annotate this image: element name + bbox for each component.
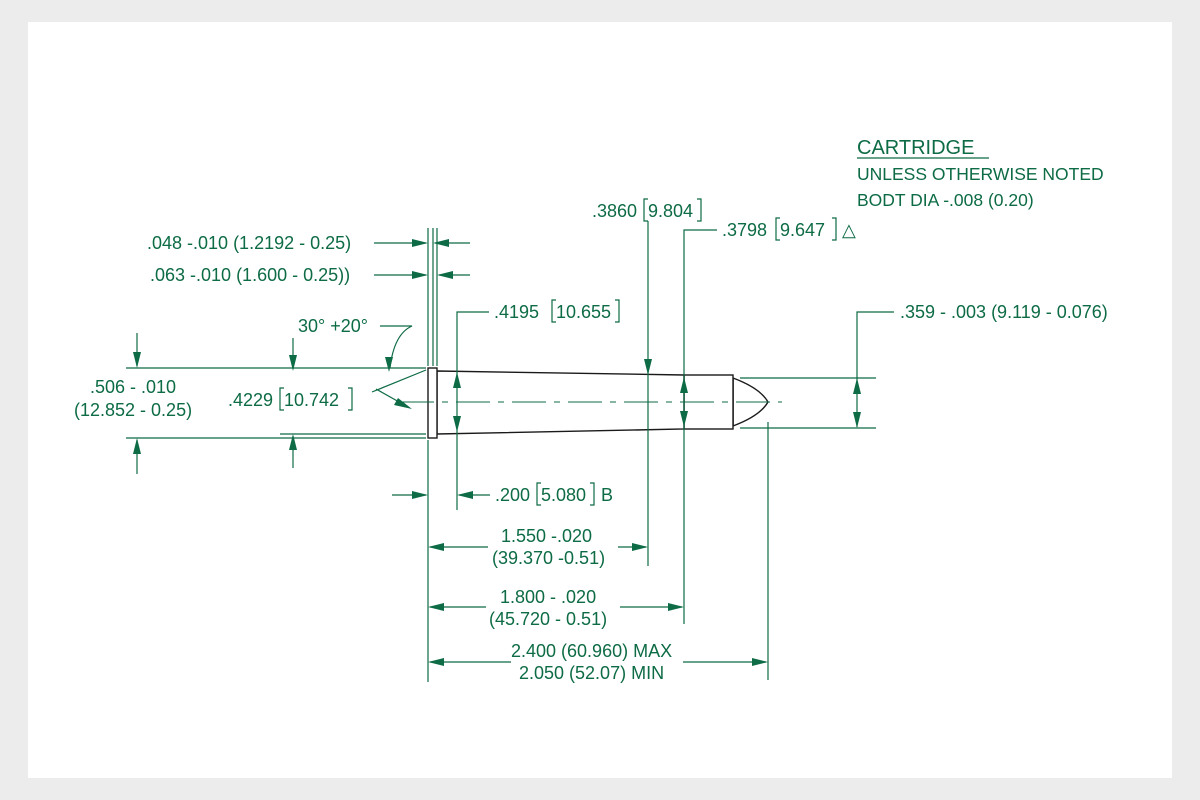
arrowhead <box>752 658 768 666</box>
base-diameter-mm: 10.742 <box>284 390 339 410</box>
body-diameter-mm: 10.655 <box>556 302 611 322</box>
bullet-diameter-dim: .359 - .003 (9.119 - 0.076) <box>740 302 1108 429</box>
base-diameter-dim: .4229 10.742 <box>228 338 426 468</box>
bracket-close <box>348 387 353 411</box>
arrowhead <box>433 239 449 247</box>
arrowhead <box>412 271 428 279</box>
bracket-open <box>536 482 541 506</box>
arrowhead <box>853 378 861 394</box>
body-leader <box>456 311 489 510</box>
arrowhead <box>453 372 461 388</box>
bracket-close <box>697 198 702 222</box>
notes-line-2: BODT DIA -.008 (0.20) <box>857 190 1034 210</box>
neck-leader <box>683 229 717 624</box>
arrowhead <box>289 434 297 450</box>
arrowhead <box>412 239 428 247</box>
base-length-label: .200 <box>495 485 530 505</box>
angle-leader <box>380 325 413 369</box>
rim-thickness-label-1: .048 -.010 (1.2192 - 0.25) <box>147 233 351 253</box>
arrowhead <box>853 412 861 428</box>
arrowhead <box>412 491 428 499</box>
cartridge-drawing: CARTRIDGE UNLESS OTHERWISE NOTED BODT DI… <box>74 137 1108 683</box>
neck-diameter-label: .3798 <box>722 220 767 240</box>
bracket-open <box>775 217 780 241</box>
shoulder-diameter-label: .3860 <box>592 201 637 221</box>
shoulder-length-label-2: (39.370 -0.51) <box>492 548 605 568</box>
rim-diameter-dim: .506 - .010 (12.852 - 0.25) <box>74 333 426 474</box>
bracket-open <box>551 299 556 323</box>
body-diameter-dim: .4195 10.655 <box>453 299 620 510</box>
arrowhead <box>428 658 444 666</box>
arrowhead <box>133 352 141 368</box>
angle-label: 30° +20° <box>298 316 368 336</box>
overall-length-max: 2.400 (60.960) MAX <box>511 641 672 661</box>
arrowhead <box>457 491 473 499</box>
arrowhead <box>385 357 393 372</box>
arrowhead <box>632 543 648 551</box>
bullet-diameter-label: .359 - .003 (9.119 - 0.076) <box>900 302 1108 322</box>
arrowhead <box>680 411 688 427</box>
shoulder-length-label-1: 1.550 -.020 <box>501 526 592 546</box>
case-length-label-1: 1.800 - .020 <box>500 587 596 607</box>
rim-diameter-label-2: (12.852 - 0.25) <box>74 400 192 420</box>
arrowhead <box>644 359 652 375</box>
bracket-open <box>643 198 648 222</box>
base-length-mm: 5.080 <box>541 485 586 505</box>
rim-thickness-label-2: .063 -.010 (1.600 - 0.25)) <box>150 265 350 285</box>
arrowhead <box>289 355 297 371</box>
arrowhead <box>428 543 444 551</box>
notes-line-1: UNLESS OTHERWISE NOTED <box>857 164 1104 184</box>
bracket-open <box>279 387 284 411</box>
shoulder-diameter-dim: .3860 9.804 <box>592 198 702 566</box>
base-length-dim: .200 5.080 B <box>392 440 613 682</box>
rim-thickness-dims: .048 -.010 (1.2192 - 0.25) .063 -.010 (1… <box>147 228 470 366</box>
bracket-close <box>615 299 620 323</box>
notes-title: CARTRIDGE <box>857 137 974 159</box>
arrowhead <box>437 271 453 279</box>
overall-length-dim: 2.400 (60.960) MAX 2.050 (52.07) MIN <box>428 422 769 683</box>
shoulder-length-dim: 1.550 -.020 (39.370 -0.51) <box>428 526 648 568</box>
angle-ray <box>371 369 427 393</box>
arrowhead <box>133 438 141 454</box>
neck-note-triangle: △ <box>842 220 856 240</box>
drawing-sheet: CARTRIDGE UNLESS OTHERWISE NOTED BODT DI… <box>28 22 1172 778</box>
bracket-close <box>832 217 837 241</box>
case-rim <box>427 367 438 439</box>
case-length-dim: 1.800 - .020 (45.720 - 0.51) <box>428 587 684 629</box>
neck-diameter-dim: .3798 9.647 △ <box>680 217 856 624</box>
overall-length-min: 2.050 (52.07) MIN <box>519 663 664 683</box>
rim-diameter-label-1: .506 - .010 <box>90 377 176 397</box>
bullet-leader <box>856 311 894 427</box>
arrowhead <box>453 416 461 432</box>
neck-diameter-mm: 9.647 <box>780 220 825 240</box>
body-diameter-label: .4195 <box>494 302 539 322</box>
arrowhead <box>680 377 688 393</box>
bracket-close <box>590 482 595 506</box>
angle-callout: 30° +20° <box>298 316 427 409</box>
case-length-label-2: (45.720 - 0.51) <box>489 609 607 629</box>
base-length-note: B <box>601 485 613 505</box>
arrowhead <box>394 398 412 409</box>
cartridge-profile <box>400 367 782 439</box>
arrowhead <box>668 603 684 611</box>
base-diameter-label: .4229 <box>228 390 273 410</box>
shoulder-diameter-mm: 9.804 <box>648 201 693 221</box>
arrowhead <box>428 603 444 611</box>
